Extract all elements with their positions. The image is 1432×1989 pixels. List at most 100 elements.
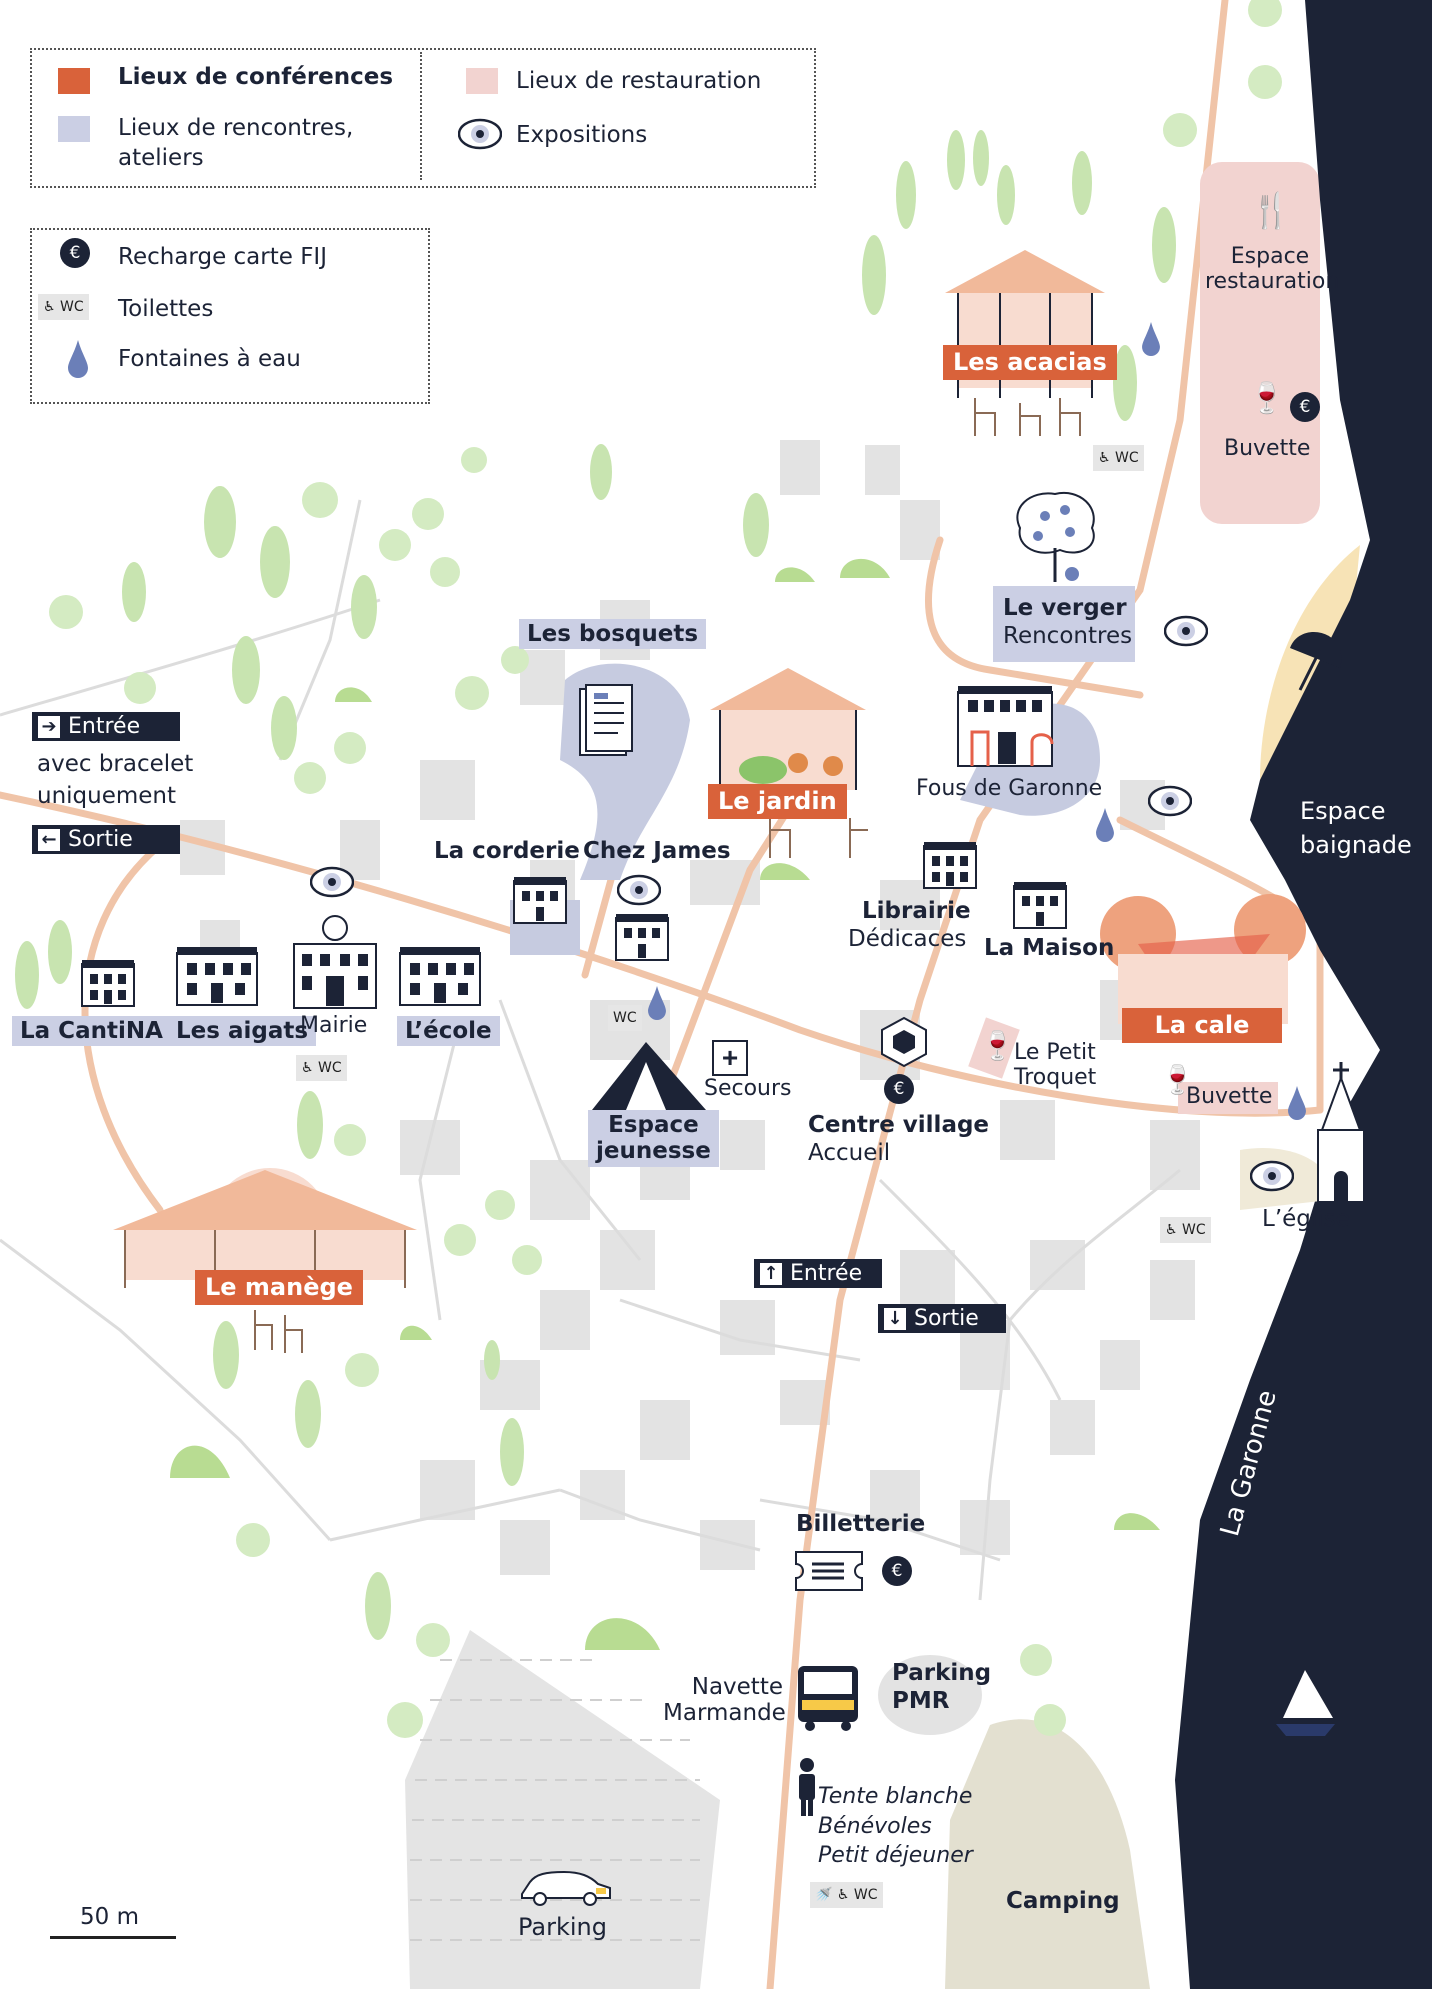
- wc-icon: WC: [608, 1005, 642, 1031]
- building-icon: [513, 877, 567, 924]
- boat-icon: [1276, 1670, 1335, 1736]
- buvette-bas-bg: [1178, 1082, 1278, 1114]
- wine-glass-icon: 🍷: [980, 1029, 1015, 1062]
- label-le-petit-troquet[interactable]: Le Petit Troquet: [1014, 1040, 1097, 1091]
- cale-trees-icon: [1100, 894, 1306, 1024]
- scale-bar: [50, 1936, 176, 1939]
- label-la-maison[interactable]: La Maison: [984, 935, 1115, 961]
- arrow-right-icon: ➔: [38, 716, 60, 738]
- round-trees: [49, 0, 1282, 1738]
- legend-rencontres: Lieux de rencontres, ateliers: [118, 115, 354, 171]
- label-buvette-haut[interactable]: Buvette: [1224, 436, 1311, 461]
- venue-les-bosquets[interactable]: Les bosquets: [519, 619, 707, 650]
- scale-label: 50 m: [80, 1904, 139, 1930]
- label-accueil: Accueil: [808, 1140, 891, 1166]
- jardin-tent-icon: [710, 668, 868, 858]
- label-l-eglise[interactable]: L’église: [1262, 1206, 1350, 1232]
- legend-restauration: Lieux de restauration: [516, 68, 762, 94]
- label-espace-restauration[interactable]: Espace restauration: [1205, 244, 1340, 295]
- label-centre-village[interactable]: Centre village: [808, 1112, 990, 1138]
- wc-mairie: ♿ WC: [296, 1055, 347, 1081]
- water-drop-icon: [1142, 322, 1160, 356]
- icon-fork-knife: 🍴: [1250, 191, 1293, 231]
- venue-l-ecole[interactable]: L’école: [397, 1016, 500, 1047]
- parking-pmr-area: [878, 1655, 982, 1735]
- eye-icon: [458, 118, 502, 150]
- legend-toilettes: Toilettes: [118, 296, 214, 322]
- label-mairie: Mairie: [300, 1013, 368, 1038]
- venue-le-verger[interactable]: [993, 586, 1135, 662]
- building-icon: [615, 914, 669, 961]
- bus-icon: [798, 1666, 858, 1731]
- venue-les-aigats[interactable]: Les aigats: [168, 1016, 317, 1047]
- euro-icon: €: [882, 1556, 912, 1586]
- euro-icon: €: [884, 1074, 914, 1104]
- label-la-corderie[interactable]: La corderie: [434, 838, 580, 864]
- label-parking[interactable]: Parking: [518, 1913, 607, 1941]
- swatch-conference: [58, 68, 90, 94]
- swatch-rencontre: [58, 116, 90, 142]
- legend-divider: [420, 52, 422, 180]
- label-chez-james[interactable]: Chez James: [583, 838, 731, 864]
- river-garonne: [1175, 0, 1432, 1989]
- label-fous-de-garonne[interactable]: Fous de Garonne: [916, 776, 1103, 801]
- label-tente-blanche[interactable]: Tente blanche Bénévoles Petit déjeuner: [818, 1784, 973, 1869]
- label-librairie[interactable]: Librairie: [862, 898, 971, 924]
- wc-label: WC: [60, 299, 84, 315]
- restauration-zone: [1200, 162, 1320, 524]
- hexagon-icon: [881, 1016, 927, 1068]
- wc-icon: ♿ WC: [38, 294, 89, 320]
- manege-chairs-icon: [254, 1310, 303, 1353]
- legend-recharge: Recharge carte FIJ: [118, 244, 327, 270]
- bushes: [170, 558, 1160, 1650]
- arrow-down-icon: ↓: [884, 1308, 906, 1330]
- camping-area: [945, 1719, 1150, 1989]
- building-icon: [81, 960, 135, 1007]
- label-buvette-bas[interactable]: Buvette: [1186, 1084, 1273, 1109]
- label-secours[interactable]: Secours: [704, 1076, 792, 1101]
- first-aid-icon: +: [712, 1040, 748, 1076]
- water-drop-icon: [1288, 1086, 1306, 1120]
- label-espace-baignade[interactable]: Espace baignade: [1300, 797, 1412, 859]
- parking-stripes: [410, 1659, 700, 1941]
- eye-icon: [1250, 1160, 1294, 1192]
- label-billetterie[interactable]: Billetterie: [796, 1511, 926, 1537]
- building-icon: [1013, 882, 1067, 929]
- building-icon: [176, 947, 258, 1006]
- sign-entree-center: ↑Entrée: [754, 1259, 882, 1288]
- label-librairie-dedicaces: Dédicaces: [848, 926, 967, 952]
- wc-tente: 🚿 ♿ WC: [810, 1882, 883, 1908]
- eye-icon: [1148, 785, 1192, 817]
- label-navette-marmande[interactable]: Navette Marmande: [663, 1674, 786, 1727]
- tent-jeunesse-icon: [592, 1042, 706, 1110]
- sign-sortie-center: ↓Sortie: [878, 1304, 1006, 1333]
- legend-fontaines: Fontaines à eau: [118, 346, 301, 372]
- venue-le-jardin[interactable]: Le jardin: [708, 784, 847, 819]
- notepad-icon: [579, 684, 633, 756]
- label-parking-pmr[interactable]: Parking PMR: [892, 1660, 992, 1714]
- sign-sortie-left: ←Sortie: [32, 825, 180, 854]
- venue-la-cale[interactable]: La cale: [1122, 1008, 1282, 1043]
- venue-le-manege[interactable]: Le manège: [195, 1270, 363, 1305]
- eye-icon: [1164, 615, 1208, 647]
- venue-les-acacias[interactable]: Les acacias: [943, 345, 1117, 380]
- ticket-icon: [795, 1551, 863, 1591]
- verger-subtitle: Rencontres: [1003, 623, 1133, 649]
- legend-types: [30, 48, 816, 188]
- church-icon: [1317, 1062, 1365, 1203]
- car-icon: [521, 1870, 611, 1906]
- water-drop-icon: [68, 340, 88, 378]
- water-drop-icon: [648, 986, 666, 1020]
- venue-espace-jeunesse[interactable]: Espace jeunesse: [588, 1110, 719, 1167]
- sign-entree-left: ➔Entrée: [32, 712, 180, 741]
- shower-icon: 🚿: [815, 1887, 833, 1903]
- arrow-up-icon: ↑: [760, 1263, 782, 1285]
- wc-acacias: ♿ WC: [1093, 445, 1144, 471]
- verger-title: Le verger: [1003, 595, 1127, 621]
- building-icon: [399, 947, 481, 1006]
- wheelchair-icon: ♿: [43, 299, 56, 315]
- venue-la-cantina[interactable]: La CantiNA: [12, 1016, 171, 1047]
- building-icon: [923, 842, 977, 889]
- label-camping[interactable]: Camping: [1006, 1888, 1120, 1914]
